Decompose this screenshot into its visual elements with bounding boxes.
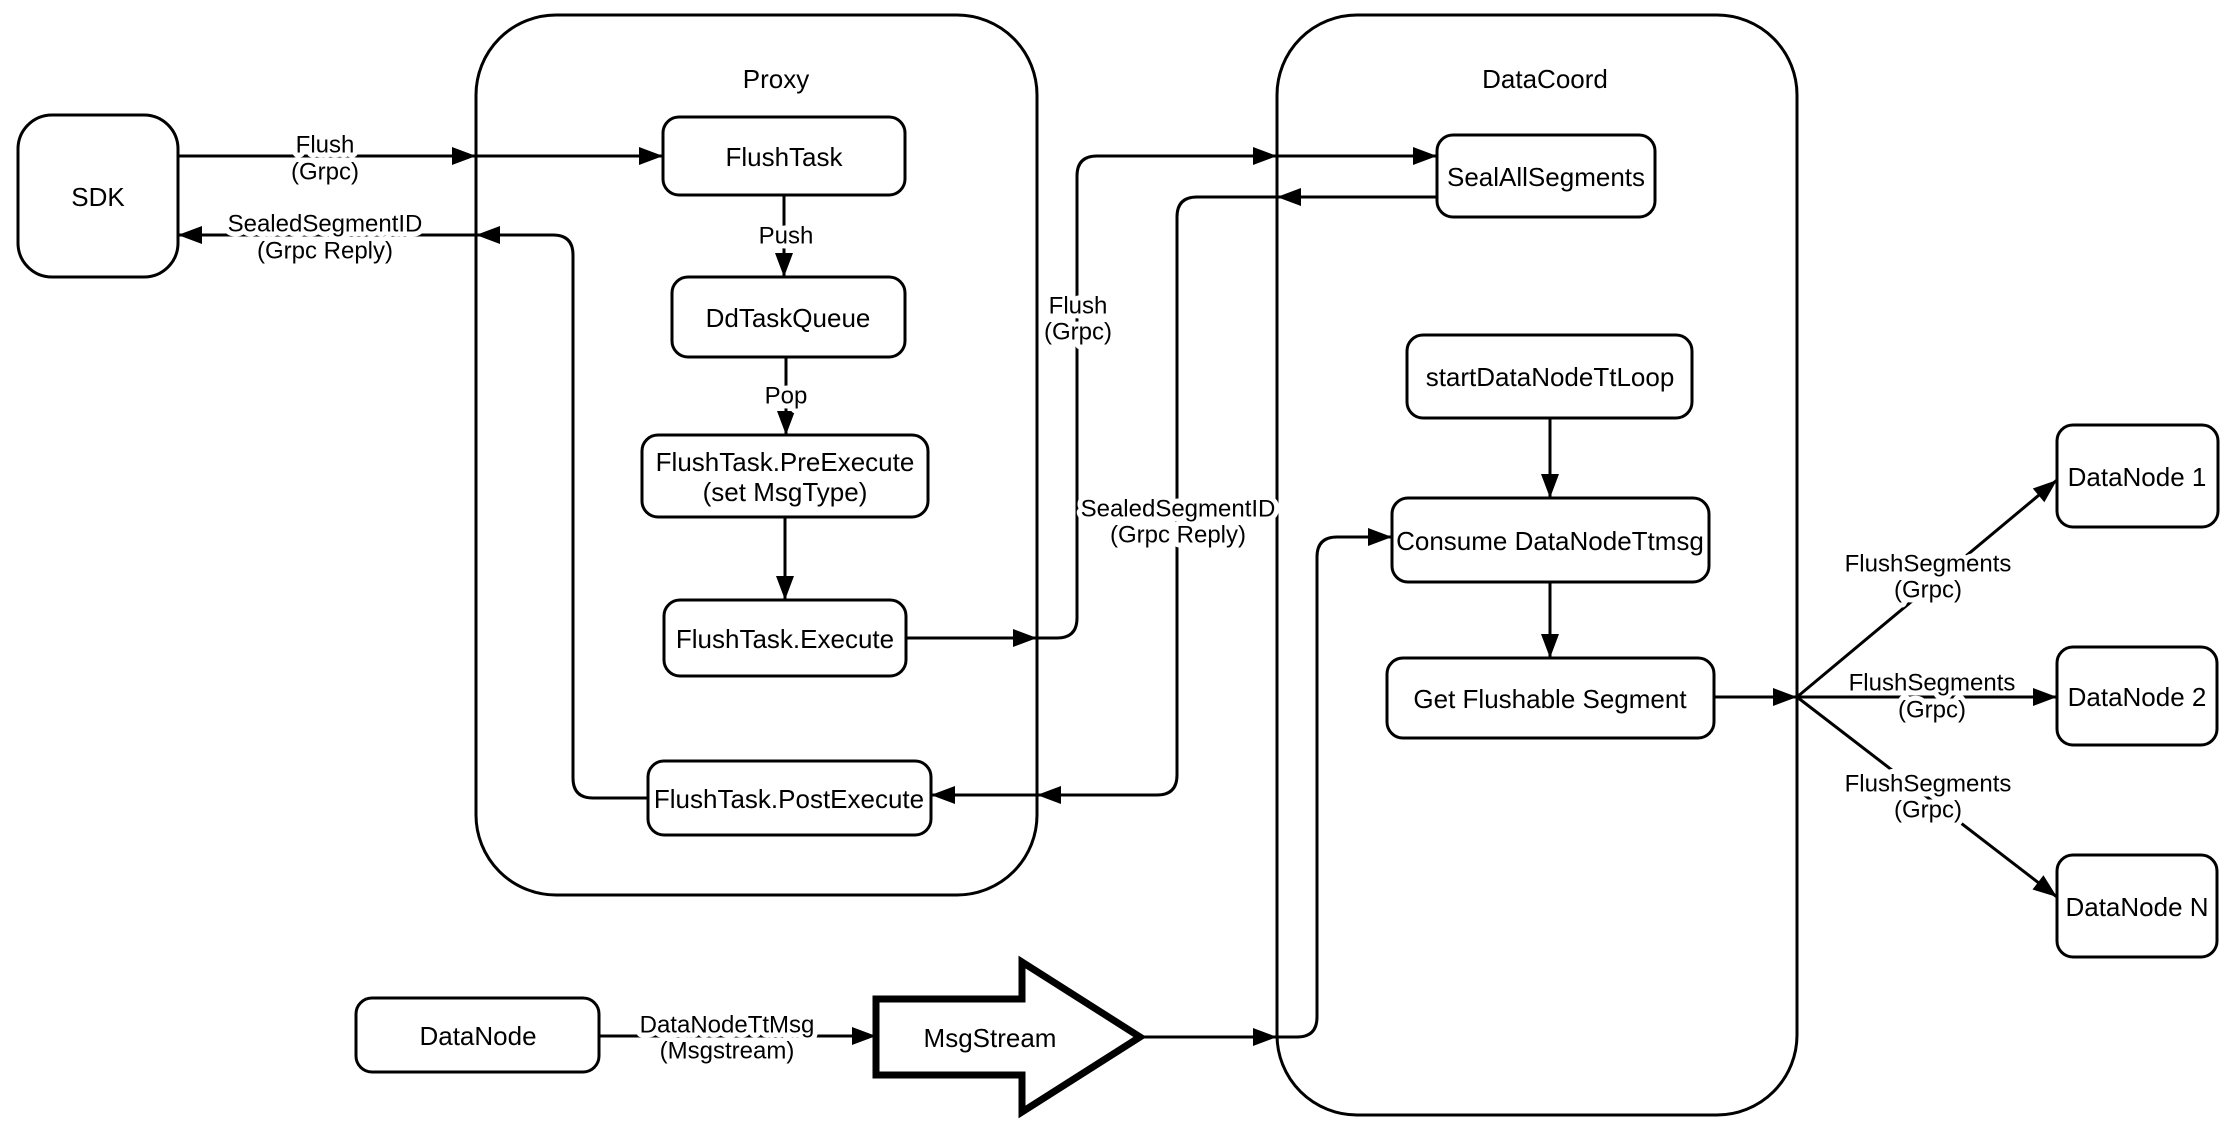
- datacoord-container: [1275, 13, 1799, 1117]
- datanode-bottom-label: DataNode: [419, 1021, 536, 1051]
- msgstream-block-arrow: [872, 955, 1147, 1119]
- datanode2-label: DataNode 2: [2068, 682, 2207, 712]
- consumedatanodettmsg-node: [1390, 496, 1711, 584]
- datanode2-node: [2055, 645, 2219, 747]
- edge-sealed-riser-to-proxy: [1037, 195, 1277, 804]
- edge-label-sealed-sdk-line1: SealedSegmentID: [228, 211, 423, 238]
- preexecute-node: [640, 433, 930, 519]
- edge-label-push: Push: [759, 223, 814, 250]
- edge-flush-riser-to-datacoord: [1037, 147, 1277, 640]
- datanoden-node: [2055, 853, 2219, 959]
- flushtask-label: FlushTask: [725, 142, 843, 172]
- proxy-title: Proxy: [743, 64, 809, 94]
- edge-label-flushsegments2-line1: FlushSegments: [1849, 670, 2016, 697]
- edge-label-flush-sdk-line2: (Grpc): [291, 159, 359, 186]
- edge-label-pop: Pop: [765, 383, 808, 410]
- startdatanodettloop-node: [1405, 333, 1694, 420]
- datanoden-label: DataNode N: [2065, 892, 2208, 922]
- edge-label-flush-sdk-line1: Flush: [296, 132, 355, 159]
- preexecute-label-line1: FlushTask.PreExecute: [656, 447, 915, 477]
- datanode1-node: [2055, 423, 2220, 529]
- datanode1-label: DataNode 1: [2068, 462, 2207, 492]
- edge-label-flushsegments3-line2: (Grpc): [1894, 797, 1962, 824]
- edge-label-flushsegments2-line2: (Grpc): [1898, 697, 1966, 724]
- edge-label-sealed-sdk-line2: (Grpc Reply): [257, 238, 393, 265]
- getflushablesegment-label: Get Flushable Segment: [1413, 684, 1687, 714]
- postexecute-label: FlushTask.PostExecute: [654, 784, 924, 814]
- edge-label-flushsegments1-line2: (Grpc): [1894, 577, 1962, 604]
- edge-label-datanodettmsg-line1: DataNodeTtMsg: [640, 1012, 815, 1039]
- postexecute-node: [646, 759, 933, 837]
- edge-msgstream-riser-to-consume: [1277, 528, 1392, 1039]
- flushtask-node: [661, 115, 907, 197]
- msgstream-label: MsgStream: [924, 1023, 1057, 1053]
- edge-label-flush-mid-line2: (Grpc): [1044, 319, 1112, 346]
- startdatanodettloop-label: startDataNodeTtLoop: [1426, 362, 1675, 392]
- edge-label-sealed-mid-line2: (Grpc Reply): [1110, 522, 1246, 549]
- proxy-container: [474, 13, 1039, 897]
- edge-label-flushsegments3-line1: FlushSegments: [1845, 771, 2012, 798]
- consumedatanodettmsg-label: Consume DataNodeTtmsg: [1396, 526, 1704, 556]
- edge-fan-to-datanode1: [1796, 478, 2058, 699]
- edge-postexecute-to-proxy-border: [476, 226, 648, 800]
- ddtaskqueue-node: [670, 275, 907, 359]
- edge-label-flush-mid-line1: Flush: [1049, 293, 1108, 320]
- preexecute-label-line2: (set MsgType): [703, 477, 868, 507]
- sealallsegments-label: SealAllSegments: [1447, 162, 1645, 192]
- execute-node: [662, 598, 908, 678]
- ddtaskqueue-label: DdTaskQueue: [706, 303, 871, 333]
- sdk-node: [16, 113, 180, 279]
- sealallsegments-node: [1435, 133, 1657, 219]
- sdk-label: SDK: [71, 182, 125, 212]
- execute-label: FlushTask.Execute: [676, 624, 894, 654]
- getflushablesegment-node: [1385, 656, 1716, 740]
- edge-fan-to-datanoden: [1796, 695, 2058, 899]
- edge-label-flushsegments1-line1: FlushSegments: [1845, 551, 2012, 578]
- datacoord-title: DataCoord: [1482, 64, 1608, 94]
- edge-label-datanodettmsg-line2: (Msgstream): [660, 1038, 795, 1065]
- datanode-bottom-node: [354, 996, 601, 1074]
- edge-label-sealed-mid-line1: SealedSegmentID: [1081, 496, 1276, 523]
